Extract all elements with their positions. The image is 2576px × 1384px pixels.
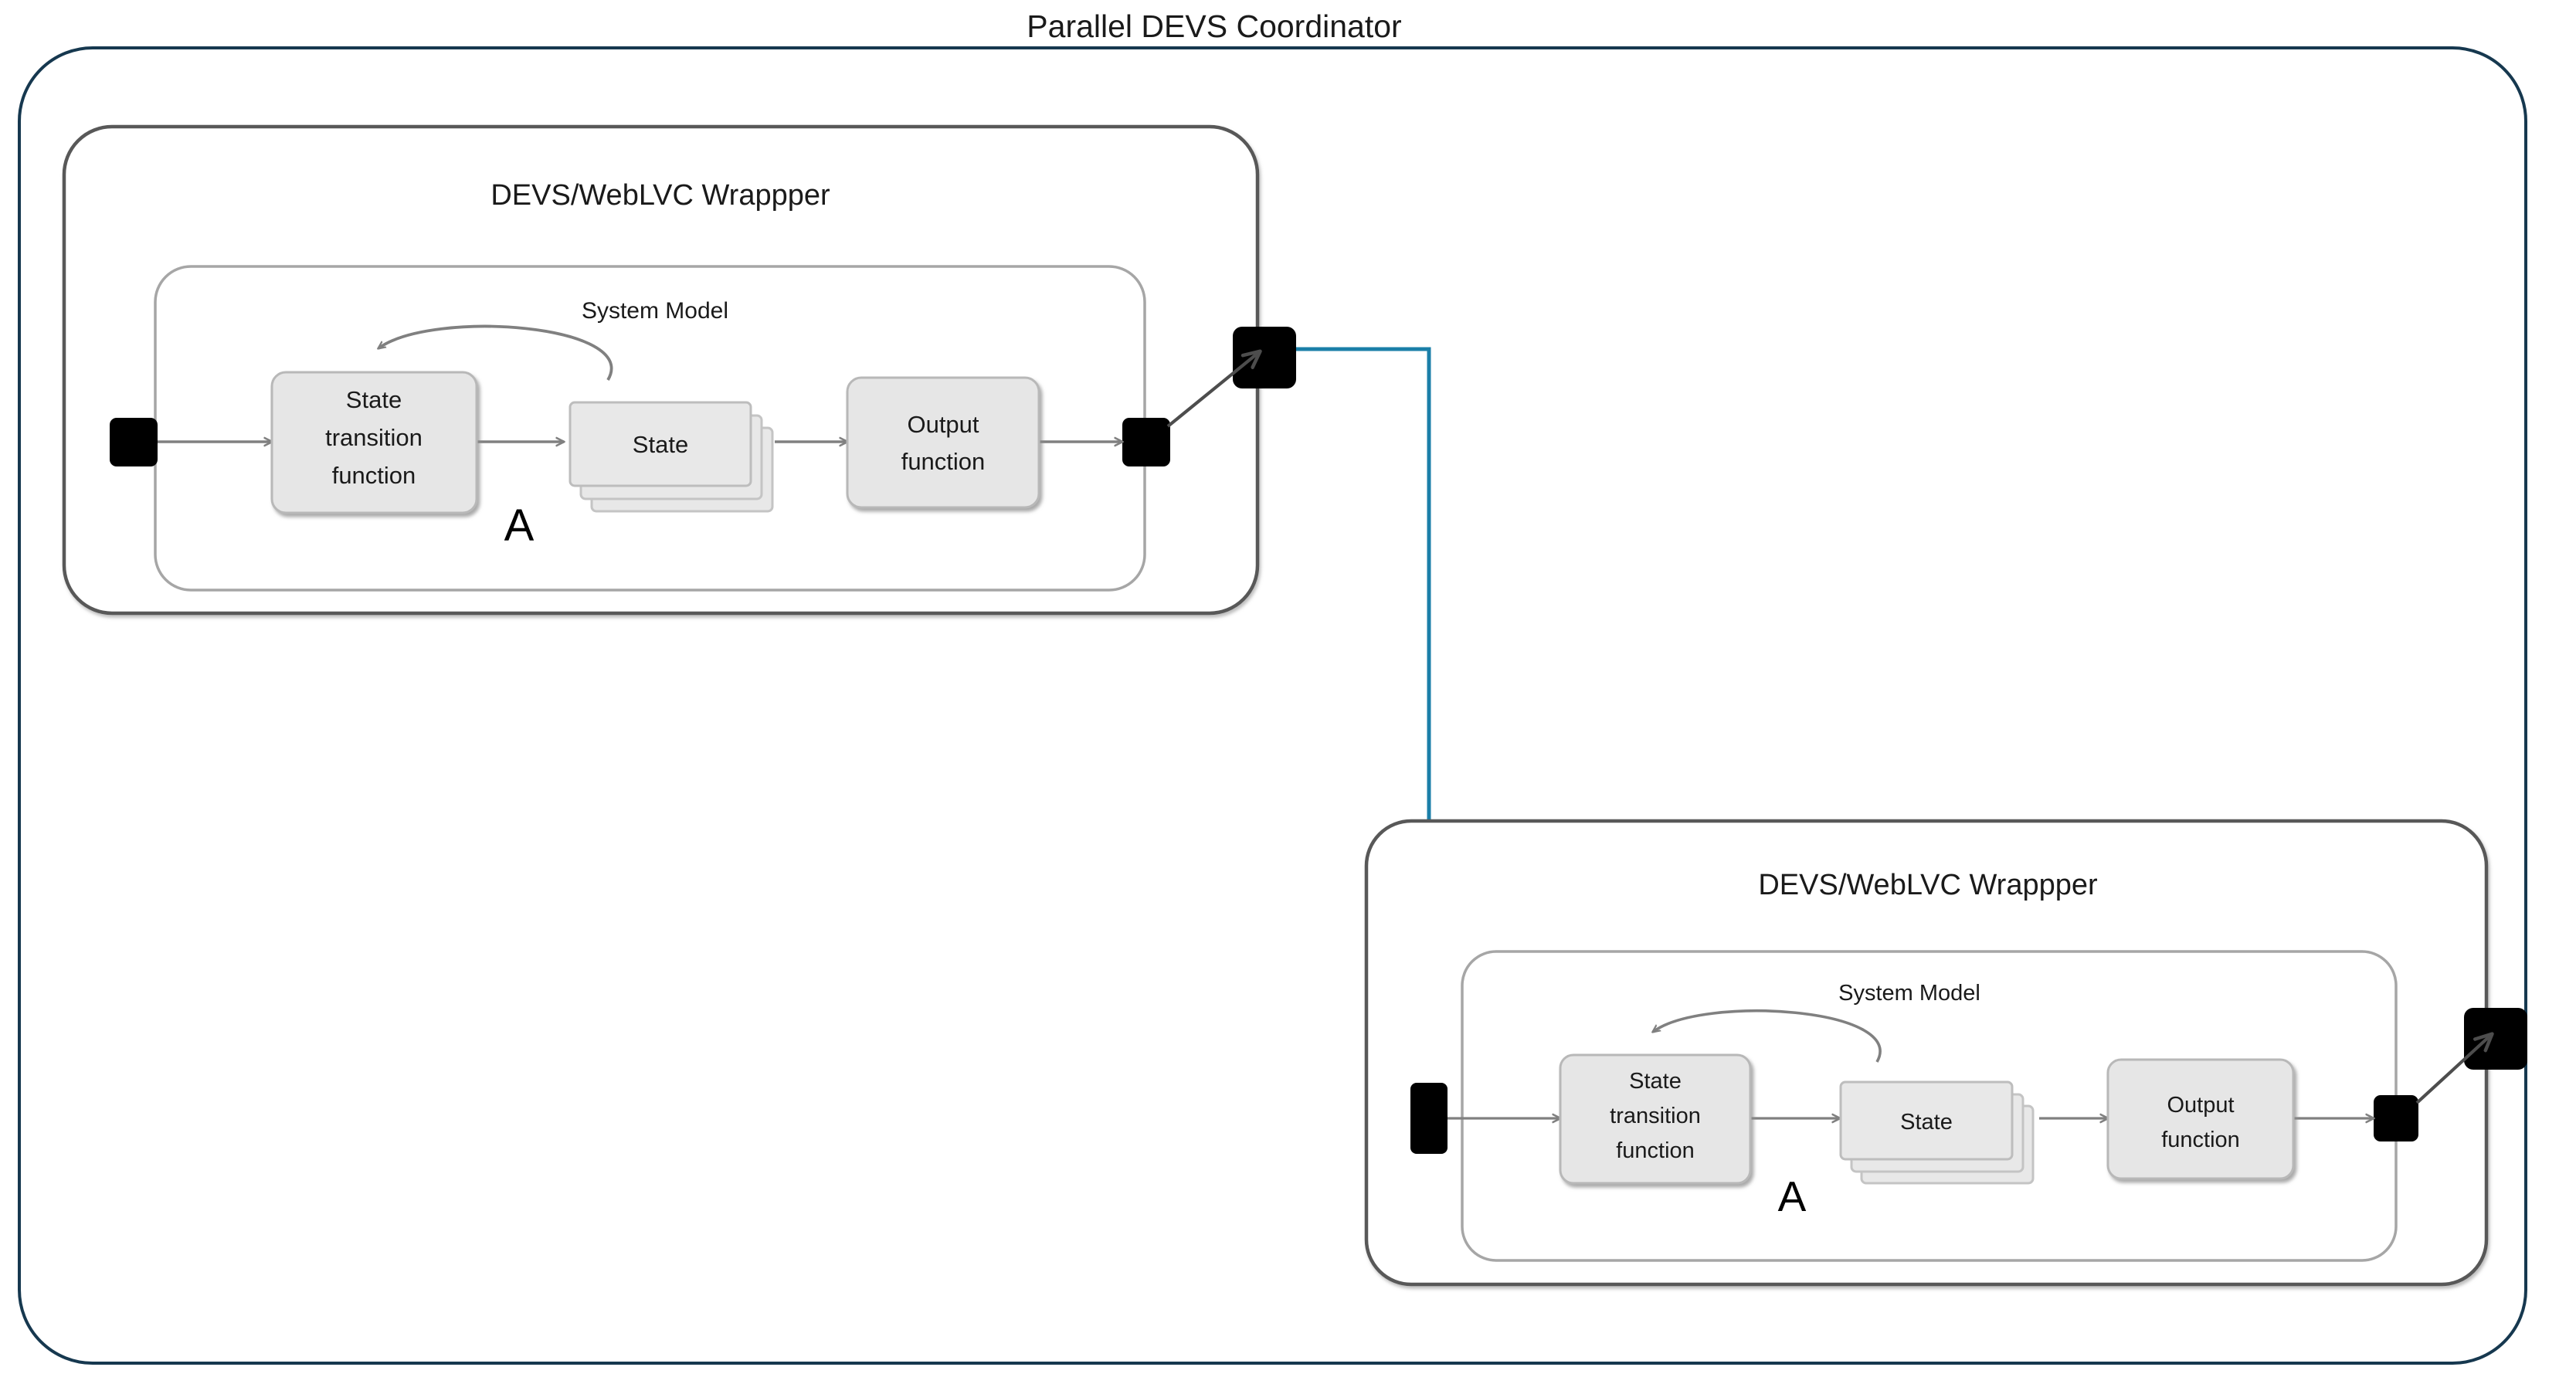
feedback-arrow-bottom <box>1653 1009 1882 1063</box>
wrapper-bottom-label: DEVS/WebLVC Wrappper <box>1758 869 2098 901</box>
block-label-line: function <box>332 462 416 489</box>
wrapper-top-inner-output-port[interactable] <box>1122 418 1170 466</box>
page-title: Parallel DEVS Coordinator <box>1027 8 1401 44</box>
coordinator-boundary <box>18 46 2527 1365</box>
annotation-a-top: A <box>504 500 535 551</box>
block-state-bottom[interactable]: State <box>1839 1080 2035 1185</box>
block-state-top[interactable]: State <box>568 401 774 513</box>
wrapper-top[interactable]: DEVS/WebLVC Wrappper System Model State … <box>62 124 1296 616</box>
wrapper-top-label: DEVS/WebLVC Wrappper <box>490 179 830 212</box>
block-label-line: Output <box>907 411 979 438</box>
feedback-arrow-top <box>378 324 613 381</box>
block-label-line: transition <box>1610 1104 1701 1128</box>
wrapper-bottom-input-port[interactable] <box>1410 1083 1448 1154</box>
wrapper-bottom[interactable]: DEVS/WebLVC Wrappper System Model State … <box>1364 819 2527 1287</box>
wrapper-top-output-port[interactable] <box>1233 327 1296 388</box>
block-label-line: function <box>1616 1138 1695 1163</box>
block-label-line: transition <box>325 424 423 451</box>
block-output-function-top[interactable]: Output function <box>846 376 1040 509</box>
block-label-line: State <box>346 386 402 413</box>
wrapper-bottom-inner-output-port[interactable] <box>2374 1095 2418 1141</box>
block-label-line: State <box>1629 1069 1682 1094</box>
block-label-line: State <box>1900 1110 1953 1135</box>
wrapper-top-input-port[interactable] <box>110 418 158 466</box>
wrapper-bottom-system-model-label: System Model <box>1838 981 1980 1006</box>
annotation-a-bottom: A <box>1778 1172 1807 1220</box>
block-state-transition-function-top[interactable]: State transition function <box>270 371 478 514</box>
wrapper-bottom-output-port[interactable] <box>2464 1008 2527 1070</box>
block-label-line: function <box>2161 1128 2240 1152</box>
wrapper-top-system-model-label: System Model <box>582 298 728 324</box>
block-label-line: function <box>901 448 986 475</box>
block-label-line: State <box>633 431 688 458</box>
block-state-transition-function-bottom[interactable]: State transition function <box>1559 1053 1752 1185</box>
arrow-inner-port-to-wrapper-port <box>2415 1035 2491 1104</box>
block-label-line: Output <box>2167 1093 2234 1118</box>
arrow-inner-port-to-wrapper-port <box>1166 352 1259 428</box>
block-output-function-bottom[interactable]: Output function <box>2106 1058 2295 1180</box>
